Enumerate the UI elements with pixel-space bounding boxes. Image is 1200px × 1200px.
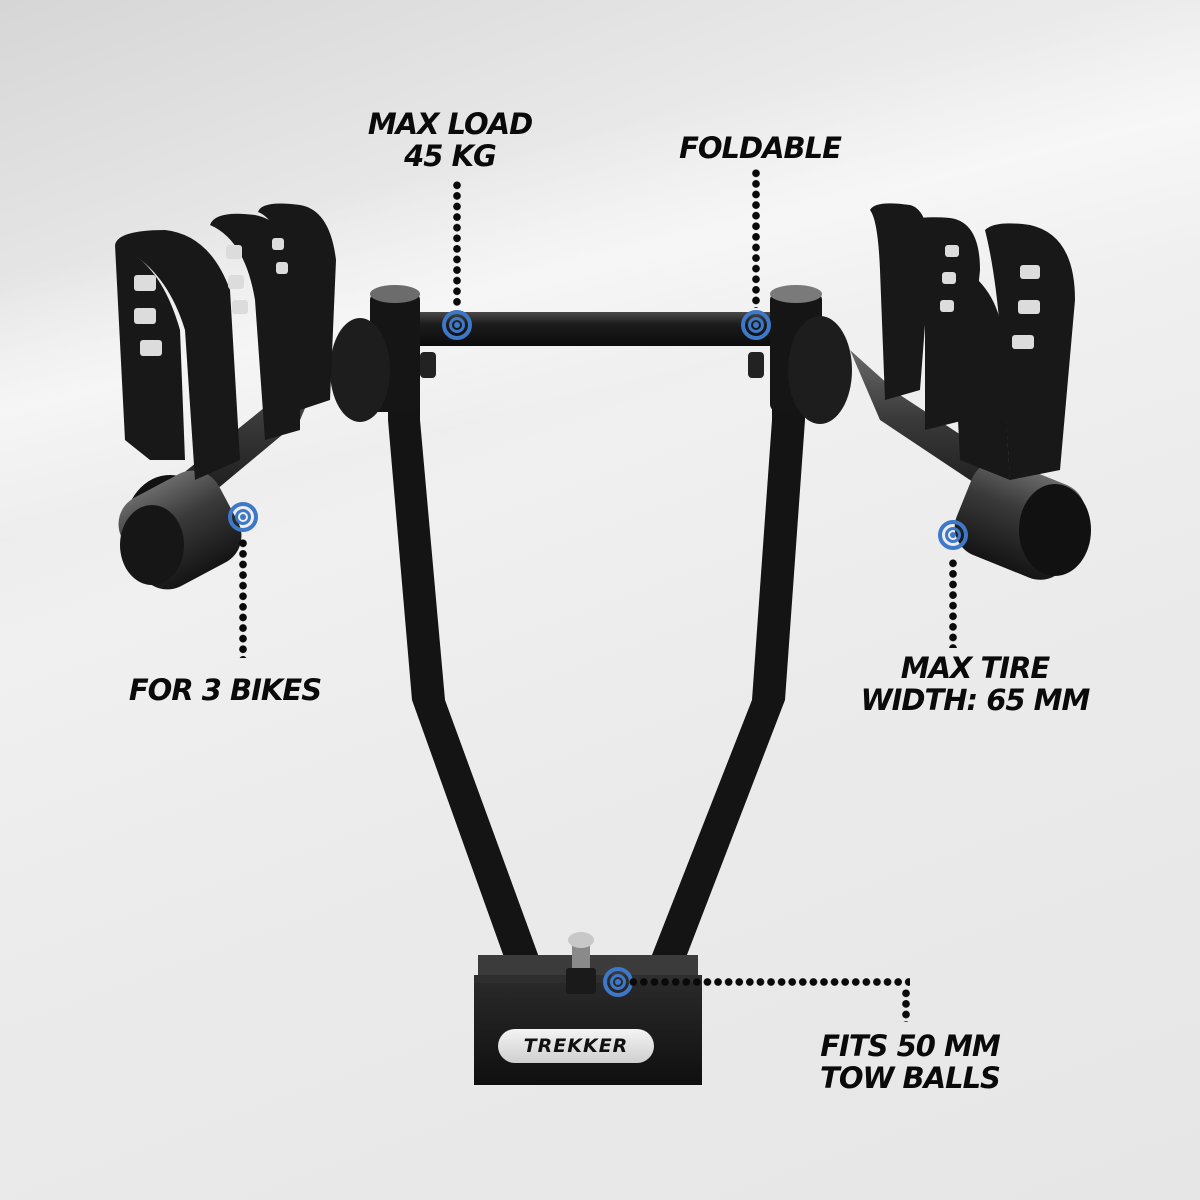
callout-capacity: FOR 3 BIKES	[110, 674, 340, 706]
callout-max-load-line1: MAX LOAD	[367, 107, 533, 141]
callout-tire-width-line2: WIDTH: 65 MM	[860, 683, 1091, 717]
callout-capacity-line1: FOR 3 BIKES	[128, 673, 322, 707]
dotted-leader-tire-width	[949, 558, 957, 648]
callout-tow-ball-line1: FITS 50 MM	[820, 1029, 1001, 1063]
callout-max-load-line2: 45 KG	[404, 139, 497, 173]
target-marker-icon	[442, 310, 472, 340]
callout-max-load: MAX LOAD 45 KG	[340, 108, 560, 172]
dotted-leader-tow-ball-horizontal	[628, 978, 910, 986]
callout-foldable-line1: FOLDABLE	[679, 131, 842, 165]
dotted-leader-capacity	[239, 538, 247, 658]
callout-tire-width: MAX TIRE WIDTH: 65 MM	[850, 652, 1100, 716]
target-marker-icon	[741, 310, 771, 340]
right-leg	[650, 330, 805, 960]
left-leg	[388, 330, 540, 960]
callout-tow-ball: FITS 50 MM TOW BALLS	[790, 1030, 1030, 1094]
dotted-leader-max-load	[453, 180, 461, 308]
crossbar	[400, 312, 790, 346]
dotted-leader-tow-ball-vertical	[902, 988, 910, 1022]
callout-tire-width-line1: MAX TIRE	[900, 651, 1050, 685]
brand-plate: TREKKER	[498, 1029, 654, 1063]
target-marker-icon	[938, 520, 968, 550]
target-marker-icon	[228, 502, 258, 532]
dotted-leader-foldable	[752, 168, 760, 308]
callout-tow-ball-line2: TOW BALLS	[820, 1061, 1001, 1095]
callout-foldable: FOLDABLE	[660, 132, 860, 164]
